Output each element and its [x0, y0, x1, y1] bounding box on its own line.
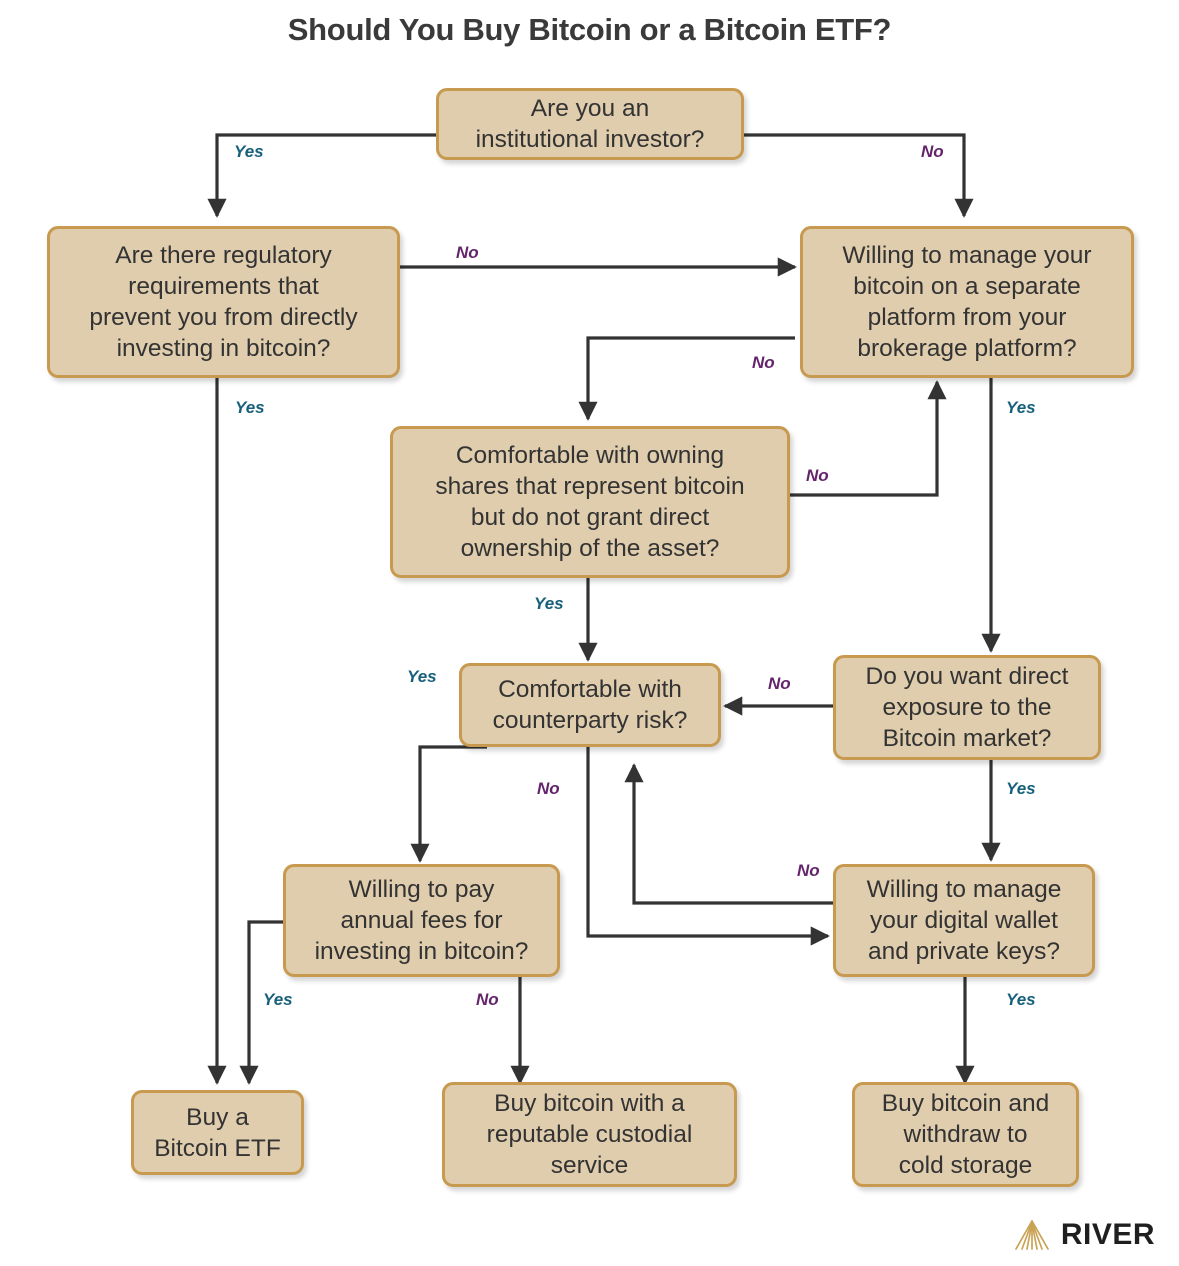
edge-label-n8-yes: Yes	[1006, 990, 1036, 1009]
edge-label-n2-yes: Yes	[235, 398, 265, 417]
edge-label-n4-no: No	[806, 466, 829, 485]
edge-label-n2-no: No	[456, 243, 479, 262]
edge-n5-yes	[410, 745, 487, 863]
edge-label-n3-no: No	[752, 353, 775, 372]
edge-n8-no	[624, 763, 833, 905]
river-triangle-mark	[1014, 1220, 1049, 1250]
edge-label-n1-yes: Yes	[234, 142, 264, 161]
edge-label-n1-no: No	[921, 142, 944, 161]
edge-label-n8-no: No	[797, 861, 820, 880]
edge-label-n6-yes: Yes	[1006, 779, 1036, 798]
river-logo-text: RIVER	[1060, 1218, 1155, 1251]
edge-label-n4-yes: Yes	[534, 594, 564, 613]
edge-label-n6-no: No	[768, 674, 791, 693]
edge-label-n5-no: No	[537, 779, 560, 798]
edge-n5-no	[586, 747, 830, 946]
edge-label-n7-no: No	[476, 990, 499, 1009]
edge-label-n3-yes: Yes	[1006, 398, 1036, 417]
river-logo: RIVER	[1013, 1218, 1155, 1252]
edge-n3-no	[578, 336, 795, 421]
edge-label-n7-yes: Yes	[263, 990, 293, 1009]
edge-label-n5-yes: Yes	[407, 667, 437, 686]
page-title: Should You Buy Bitcoin or a Bitcoin ETF?	[287, 12, 892, 47]
